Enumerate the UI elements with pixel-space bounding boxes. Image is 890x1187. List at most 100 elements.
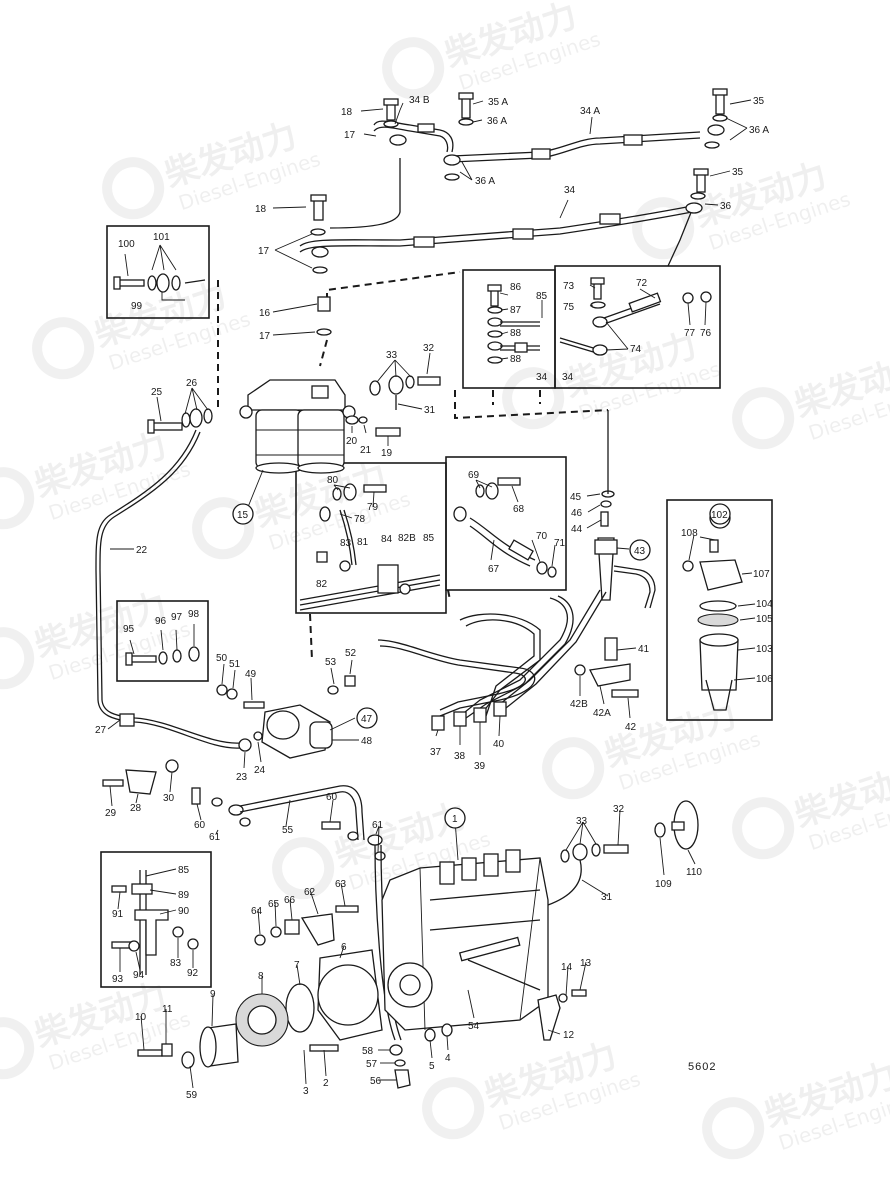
part-label: 67: [488, 564, 500, 575]
part-label: 34: [562, 372, 574, 383]
part-label: 17: [259, 331, 271, 342]
part-label: 75: [563, 302, 575, 313]
part-label: 87: [510, 305, 522, 316]
part-label: 10: [135, 1012, 147, 1023]
part-label: 12: [563, 1030, 575, 1041]
part-label: 55: [282, 825, 294, 836]
watermark-3: 柴发动力 Diesel-Engines: [632, 155, 853, 260]
part-label: 35 A: [488, 97, 508, 108]
detail-box-clamp-85: [100, 851, 212, 988]
part-label: 86: [510, 282, 522, 293]
bracket-62-parts: [254, 905, 359, 946]
part-label: 29: [105, 808, 117, 819]
part-label: 2: [323, 1078, 329, 1089]
part-label: 52: [345, 648, 357, 659]
pipe-bracket-41: [574, 637, 639, 698]
part-label: 23: [236, 772, 248, 783]
part-label: 57: [366, 1059, 378, 1070]
circled-callouts: [232, 503, 731, 829]
part-label: 88: [510, 354, 522, 365]
leak-line-detail-parts: [299, 483, 441, 611]
part-label: 76: [700, 328, 712, 339]
part-label: 14: [561, 962, 573, 973]
watermark-6: 柴发动力 Diesel-Engines: [0, 425, 193, 530]
part-label: 53: [325, 657, 337, 668]
part-label: 47: [361, 714, 373, 725]
part-label: 39: [474, 761, 486, 772]
part-label: 58: [362, 1046, 374, 1057]
part-label: 83: [170, 958, 182, 969]
part-label: 85: [536, 291, 548, 302]
part-label: 38: [454, 751, 466, 762]
part-label: 83: [340, 538, 352, 549]
callout-circle-47: [356, 707, 378, 729]
part-label: 60: [194, 820, 206, 831]
part-label: 15: [237, 510, 249, 521]
part-label: 50: [216, 653, 228, 664]
part-label: 49: [245, 669, 257, 680]
part-label: 18: [341, 107, 353, 118]
part-label: 1: [452, 814, 458, 825]
part-label: 6: [341, 942, 347, 953]
part-label: 91: [112, 909, 124, 920]
part-label: 25: [151, 387, 163, 398]
part-label: 22: [136, 545, 148, 556]
part-label: 65: [268, 899, 280, 910]
fuel-lines-top: [299, 120, 701, 267]
part-label: 42B: [570, 699, 588, 710]
injector-pipe-detail-parts: [453, 477, 557, 578]
leader-lines: [107, 99, 756, 1089]
part-label: 5: [429, 1061, 435, 1072]
part-label: 79: [367, 502, 379, 513]
part-label: 48: [361, 736, 373, 747]
part-label: 97: [171, 612, 183, 623]
bracket-28: [102, 759, 179, 795]
part-label: 70: [536, 531, 548, 542]
part-label: 36 A: [475, 176, 495, 187]
part-label: 21: [360, 445, 372, 456]
part-label: 85: [423, 533, 435, 544]
watermark-13: 柴发动力 Diesel-Engines: [0, 975, 193, 1080]
part-label: 93: [112, 974, 124, 985]
drain-fittings: [389, 1044, 411, 1089]
part-label: 26: [186, 378, 198, 389]
injection-pipes: [377, 589, 607, 731]
part-label: 105: [756, 614, 773, 625]
part-label: 85: [178, 865, 190, 876]
filter-outlet-fittings: [345, 375, 441, 437]
part-label: 96: [155, 616, 167, 627]
part-label: 7: [294, 960, 300, 971]
part-label: 92: [187, 968, 199, 979]
part-label: 28: [130, 803, 142, 814]
return-fittings-and-cover: [547, 800, 699, 906]
part-label: 69: [468, 470, 480, 481]
part-label: 31: [601, 892, 613, 903]
part-label: 88: [510, 328, 522, 339]
detail-box-banjo-95: [116, 600, 209, 682]
callout-circle-43: [629, 539, 651, 561]
part-label: 3: [303, 1086, 309, 1097]
clamp-85-parts: [111, 870, 199, 975]
part-label: 95: [123, 624, 135, 635]
part-label: 102: [711, 510, 728, 521]
part-label: 90: [178, 906, 190, 917]
part-label: 16: [259, 308, 271, 319]
part-label: 109: [655, 879, 672, 890]
part-label: 73: [563, 281, 575, 292]
part-label: 41: [638, 644, 650, 655]
part-label: 37: [430, 747, 442, 758]
part-label: 17: [344, 130, 356, 141]
part-label: 20: [346, 436, 358, 447]
part-label: 11: [162, 1004, 173, 1015]
watermark-15: 柴发动力 Diesel-Engines: [702, 1055, 890, 1160]
part-label: 81: [357, 537, 369, 548]
part-label: 30: [163, 793, 175, 804]
part-label: 9: [210, 989, 216, 1000]
part-label: 17: [258, 246, 270, 257]
part-label: 33: [576, 816, 588, 827]
part-label: 44: [571, 524, 583, 535]
part-label: 8: [258, 971, 264, 982]
detail-box-injector-pipe-69: [445, 456, 567, 591]
banjo-95-parts: [125, 646, 200, 666]
